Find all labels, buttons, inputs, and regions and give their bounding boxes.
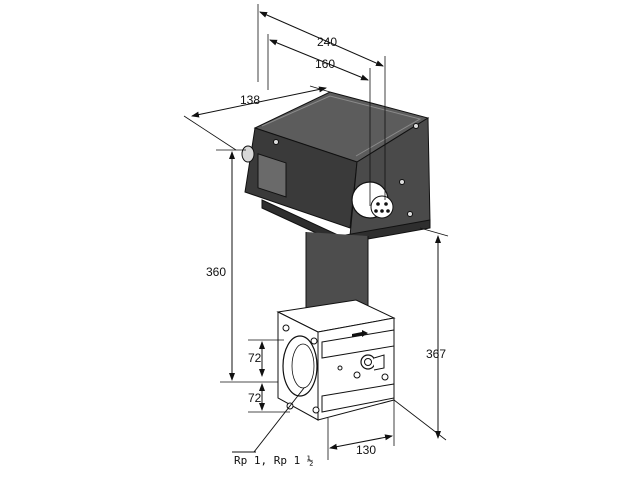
- actuator-front-face: [244, 127, 358, 229]
- dimension-lines: [183, 4, 449, 460]
- dim-line-130: [329, 434, 393, 450]
- dim-text-367: 367: [426, 347, 446, 361]
- dim-text-240: 240: [317, 35, 337, 49]
- dim-text-360: 360: [206, 265, 226, 279]
- dim-text-160: 160: [315, 57, 335, 71]
- connection-callout: Rp 1, Rp 1 ½: [234, 454, 313, 467]
- callout-leader: [253, 387, 305, 453]
- dim-text-138: 138: [240, 93, 260, 107]
- flow-arrow: [352, 330, 368, 337]
- dim-text-72-upper: 72: [248, 351, 262, 365]
- actuator-window: [257, 153, 287, 198]
- cable-gland-left: [241, 145, 255, 163]
- dim-line-138: [191, 86, 327, 118]
- actuator-housing: [241, 91, 431, 245]
- dim-text-130: 130: [356, 443, 376, 457]
- dim-line-160: [269, 39, 369, 81]
- valve-body: [276, 299, 396, 421]
- dim-text-72-lower: 72: [248, 391, 262, 405]
